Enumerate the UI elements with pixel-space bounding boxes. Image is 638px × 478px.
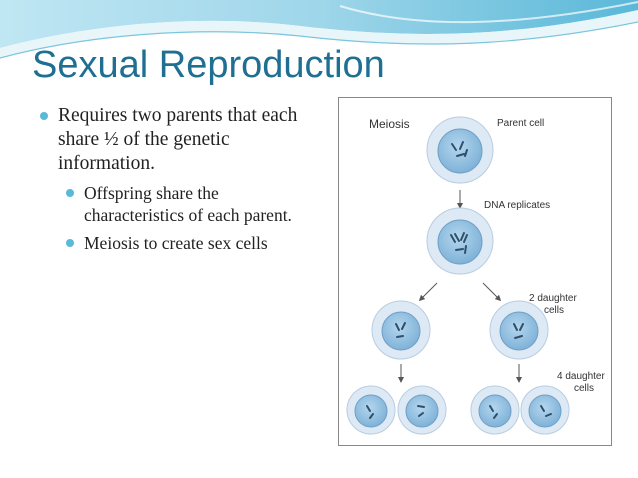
parent-cell <box>426 116 494 184</box>
replicated-cell <box>426 207 494 275</box>
bullet-item: Requires two parents that each share ½ o… <box>20 104 320 176</box>
label-parent-cell: Parent cell <box>497 118 544 129</box>
sub-bullet-item: Meiosis to create sex cells <box>20 232 320 254</box>
label-four-daughter-line2: cells <box>574 383 594 394</box>
gamete-cell-3 <box>470 385 520 435</box>
bullet-dot-icon <box>40 112 48 120</box>
label-four-daughter-line1: 4 daughter <box>557 371 605 382</box>
sub-bullet-text: Meiosis to create sex cells <box>84 233 268 253</box>
slide-title: Sexual Reproduction <box>32 44 385 86</box>
bullet-dot-icon <box>66 189 74 197</box>
label-two-daughter-line1: 2 daughter <box>529 293 577 304</box>
header-wave-decoration <box>0 0 638 59</box>
sub-bullet-text: Offspring share the characteristics of e… <box>84 183 292 225</box>
sub-bullet-item: Offspring share the characteristics of e… <box>20 182 320 226</box>
arrow-right <box>482 282 502 302</box>
gamete-cell-4 <box>520 385 570 435</box>
gamete-cell-2 <box>397 385 447 435</box>
daughter-cell-right <box>489 300 549 360</box>
meiosis-diagram: Meiosis Parent cell DNA replicates 2 dau… <box>338 97 612 446</box>
bullet-text: Requires two parents that each share ½ o… <box>58 105 298 174</box>
diagram-heading: Meiosis <box>369 117 410 131</box>
arrow-left <box>418 282 438 302</box>
gamete-cell-1 <box>346 385 396 435</box>
bullet-list: Requires two parents that each share ½ o… <box>20 104 320 254</box>
bullet-dot-icon <box>66 239 74 247</box>
meiosis-diagram-svg: Meiosis Parent cell DNA replicates 2 dau… <box>346 116 605 435</box>
label-dna-replicates: DNA replicates <box>484 200 550 211</box>
daughter-cell-left <box>371 300 431 360</box>
label-two-daughter-line2: cells <box>544 305 564 316</box>
